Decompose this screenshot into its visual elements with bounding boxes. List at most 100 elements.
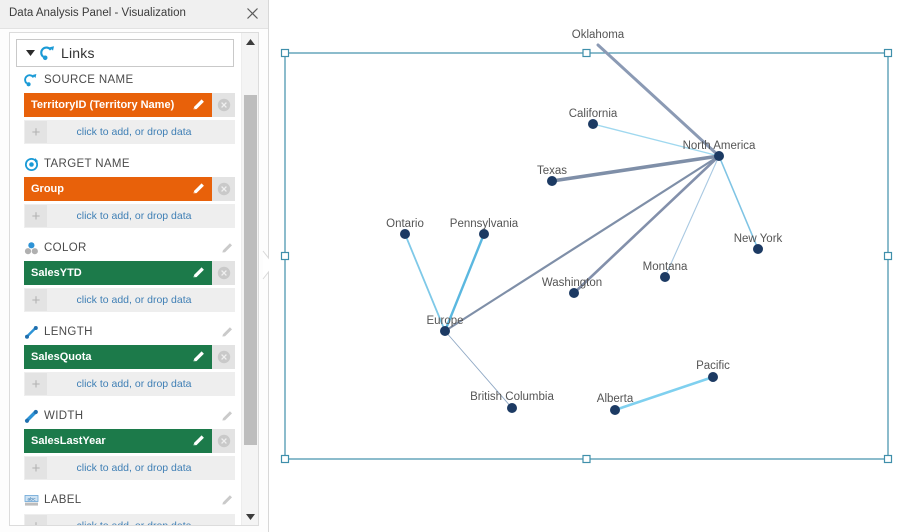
remove-field-icon[interactable]	[212, 93, 235, 117]
dropzone-rest: , or drop data	[129, 210, 192, 222]
graph-nodes[interactable]	[400, 119, 763, 415]
edit-pencil-icon[interactable]	[191, 181, 206, 196]
section-edit-icon[interactable]	[220, 241, 234, 255]
graph-node-label: Texas	[537, 165, 567, 177]
graph-node-label: Alberta	[597, 393, 634, 405]
graph-node-label: North America	[683, 140, 756, 152]
chevron-down-icon[interactable]	[22, 45, 38, 61]
panel-scrollbar[interactable]	[241, 33, 258, 525]
resize-handle[interactable]	[582, 48, 591, 58]
dropzone[interactable]: + click to add, or drop data	[24, 204, 235, 228]
field-pill[interactable]: Group	[24, 177, 212, 201]
abc-label-icon: abc	[24, 493, 39, 508]
close-icon[interactable]	[242, 4, 262, 24]
resize-handle[interactable]	[883, 48, 893, 58]
remove-field-icon[interactable]	[212, 429, 235, 453]
section-header: abc LABEL	[10, 489, 240, 511]
resize-handle[interactable]	[280, 454, 290, 464]
graph-node-label: California	[569, 108, 618, 120]
dropzone[interactable]: + click to add, or drop data	[24, 372, 235, 396]
scroll-thumb[interactable]	[244, 95, 257, 445]
dropzone-label: click to add, or drop data	[47, 462, 235, 474]
graph-node[interactable]	[507, 403, 517, 413]
graph-node[interactable]	[440, 326, 450, 336]
dropzone-label: click to add, or drop data	[47, 294, 235, 306]
remove-field-icon[interactable]	[212, 261, 235, 285]
section-header: COLOR	[10, 237, 240, 259]
field-pill-label: SalesQuota	[31, 351, 92, 363]
section-title: LABEL	[44, 494, 82, 506]
caret-up-icon[interactable]	[242, 33, 258, 50]
resize-handle[interactable]	[280, 251, 290, 261]
resize-handle[interactable]	[582, 454, 591, 464]
field-pill[interactable]: SalesLastYear	[24, 429, 212, 453]
graph-node[interactable]	[660, 272, 670, 282]
resize-handle[interactable]	[280, 48, 290, 58]
dropzone[interactable]: + click to add, or drop data	[24, 120, 235, 144]
plus-icon: +	[25, 373, 47, 395]
dropzone-label: click to add, or drop data	[47, 378, 235, 390]
field-pill[interactable]: SalesQuota	[24, 345, 212, 369]
dropzone[interactable]: + click to add, or drop data	[24, 514, 235, 525]
dropzone-link[interactable]: click to add	[76, 378, 130, 390]
graph-link[interactable]	[572, 154, 721, 295]
section-source-name: SOURCE NAME TerritoryID (Territory Name)	[10, 69, 240, 144]
edit-pencil-icon[interactable]	[191, 97, 206, 112]
section-edit-icon[interactable]	[220, 325, 234, 339]
section-length: LENGTH SalesQuota	[10, 321, 240, 396]
edit-pencil-icon[interactable]	[191, 433, 206, 448]
dropzone-link[interactable]: click to add	[76, 462, 130, 474]
field-pill[interactable]: SalesYTD	[24, 261, 212, 285]
resize-handle[interactable]	[883, 251, 893, 261]
links-group-label: Links	[61, 45, 95, 61]
graph-node[interactable]	[610, 405, 620, 415]
graph-node[interactable]	[753, 244, 763, 254]
graph-node[interactable]	[569, 288, 579, 298]
dropzone-link[interactable]: click to add	[76, 294, 130, 306]
edit-pencil-icon[interactable]	[191, 265, 206, 280]
graph-link[interactable]	[404, 233, 446, 332]
graph-node[interactable]	[547, 176, 557, 186]
graph-node[interactable]	[479, 229, 489, 239]
caret-down-icon[interactable]	[242, 508, 258, 525]
dropzone[interactable]: + click to add, or drop data	[24, 456, 235, 480]
graph-link[interactable]	[444, 330, 513, 409]
section-title: TARGET NAME	[44, 158, 130, 170]
edit-pencil-icon[interactable]	[191, 349, 206, 364]
graph-link[interactable]	[443, 154, 721, 333]
dropzone-link[interactable]: click to add	[76, 210, 130, 222]
graph-link[interactable]	[664, 155, 720, 278]
length-icon	[24, 325, 39, 340]
graph-node[interactable]	[588, 119, 598, 129]
resize-handle[interactable]	[883, 454, 893, 464]
plus-icon: +	[25, 205, 47, 227]
remove-field-icon[interactable]	[212, 345, 235, 369]
dropzone[interactable]: + click to add, or drop data	[24, 288, 235, 312]
graph-node-label: Montana	[643, 261, 688, 273]
dropzone-link[interactable]: click to add	[76, 126, 130, 138]
source-node-icon	[24, 73, 39, 88]
graph-link[interactable]	[596, 43, 721, 158]
dropzone-link[interactable]: click to add	[77, 520, 130, 525]
graph-link[interactable]	[592, 123, 720, 157]
section-edit-icon[interactable]	[220, 409, 234, 423]
graph-node[interactable]	[400, 229, 410, 239]
section-target-name: TARGET NAME Group	[10, 153, 240, 228]
links-group-header[interactable]: Links	[16, 39, 234, 67]
selection-handles[interactable]	[280, 48, 893, 464]
spacer	[10, 480, 240, 489]
spacer	[10, 144, 240, 153]
field-pill[interactable]: TerritoryID (Territory Name)	[24, 93, 212, 117]
graph-node[interactable]	[708, 372, 718, 382]
graph-link[interactable]	[718, 155, 759, 250]
graph-link[interactable]	[613, 375, 715, 412]
section-edit-icon[interactable]	[220, 493, 234, 507]
remove-field-icon[interactable]	[212, 177, 235, 201]
graph-links	[404, 43, 759, 412]
graph-link[interactable]	[550, 154, 721, 183]
graph-node[interactable]	[714, 151, 724, 161]
graph-node-label: Oklahoma	[572, 29, 625, 41]
graph-link[interactable]	[443, 232, 486, 333]
